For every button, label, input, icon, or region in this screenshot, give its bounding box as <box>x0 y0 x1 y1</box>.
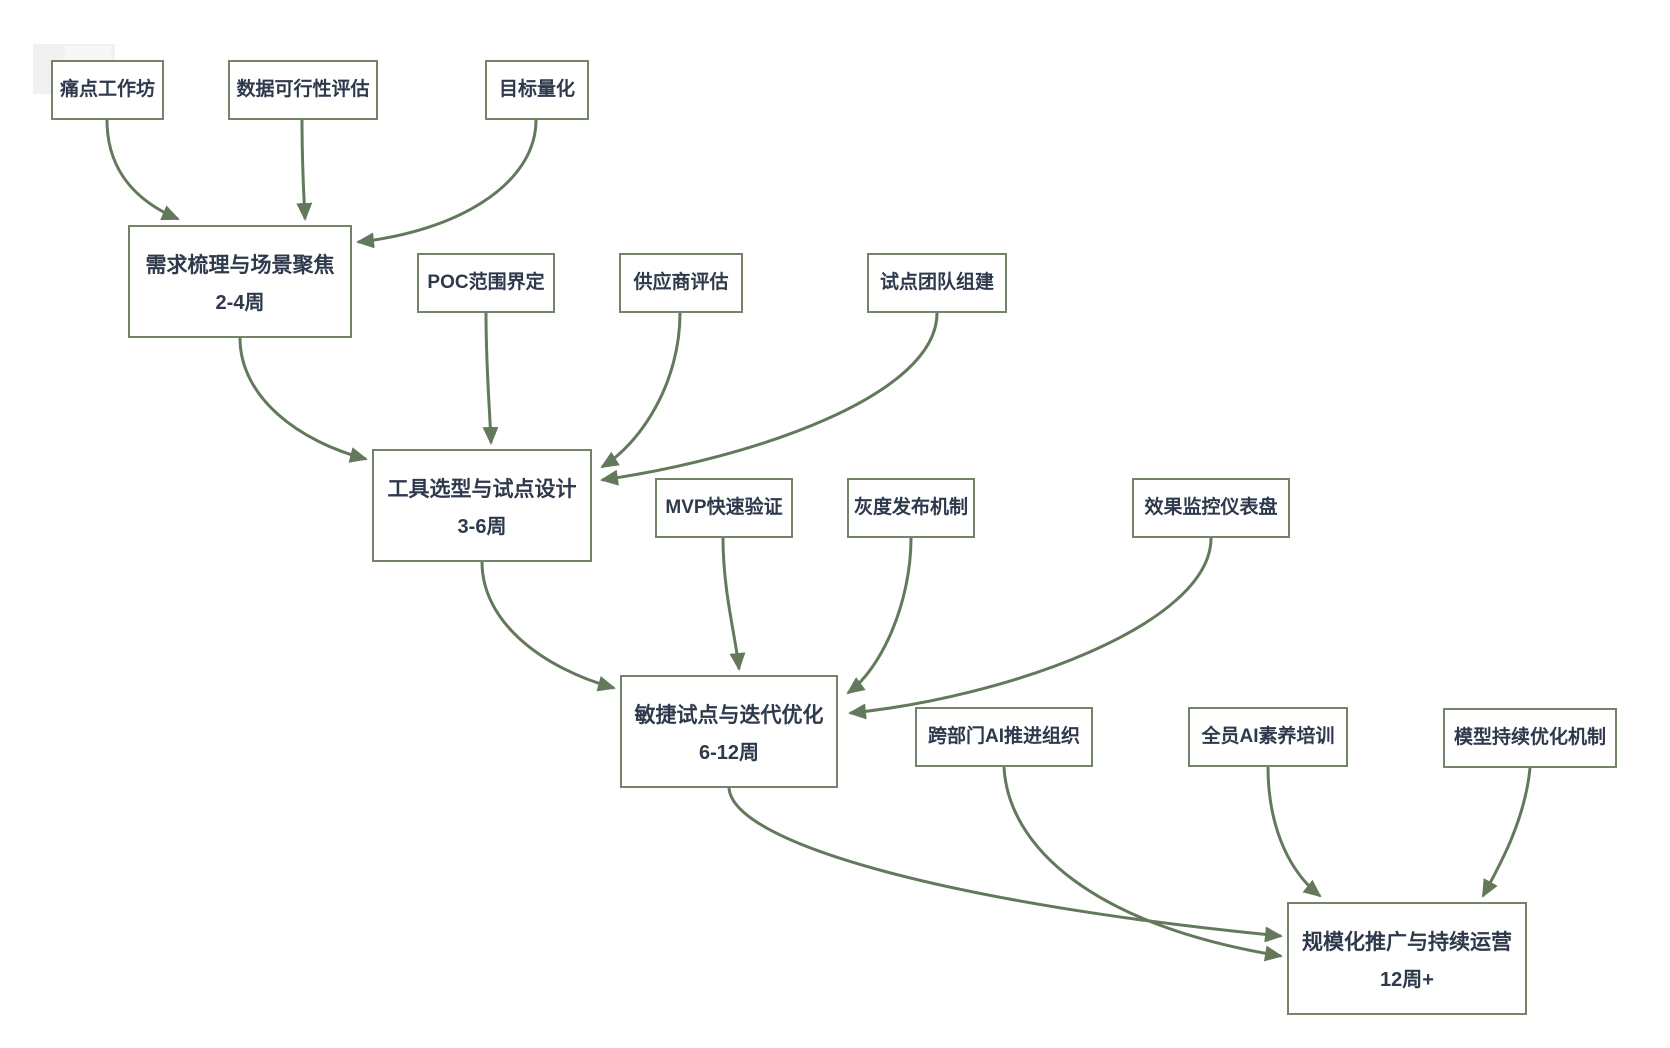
input-poc-scope-definition: POC范围界定 <box>417 253 555 313</box>
stage-duration: 12周+ <box>1380 969 1434 991</box>
input-model-continuous-optimization: 模型持续优化机制 <box>1443 708 1617 768</box>
edge-arrow <box>105 119 180 221</box>
edge-arrow <box>1002 766 1283 962</box>
stage-duration: 6-12周 <box>698 742 760 764</box>
input-pilot-team-formation: 试点团队组建 <box>867 253 1007 313</box>
edge-arrow <box>482 312 499 445</box>
input-mvp-rapid-validation: MVP快速验证 <box>655 478 793 538</box>
edge-arrow <box>600 312 939 486</box>
stage-title: 需求梳理与场景聚焦 <box>145 254 335 277</box>
edge-arrow <box>296 119 313 221</box>
edge-arrow <box>600 312 682 469</box>
input-cross-dept-ai-org: 跨部门AI推进组织 <box>915 707 1093 767</box>
stage-agile-pilot-iteration: 敏捷试点与迭代优化 6-12周 <box>620 675 838 788</box>
edge-arrow <box>848 537 1213 720</box>
input-pain-point-workshop: 痛点工作坊 <box>51 60 164 120</box>
stage-title: 敏捷试点与迭代优化 <box>634 704 824 727</box>
input-vendor-evaluation: 供应商评估 <box>619 253 743 313</box>
input-data-feasibility-assessment: 数据可行性评估 <box>228 60 378 120</box>
input-gray-release-mechanism: 灰度发布机制 <box>847 478 975 538</box>
edge-arrow <box>356 119 538 249</box>
stage-scale-rollout-operations: 规模化推广与持续运营 12周+ <box>1287 902 1527 1015</box>
edge-arrow <box>480 561 616 692</box>
stage-duration: 2-4周 <box>215 292 265 314</box>
input-company-wide-ai-training: 全员AI素养培训 <box>1188 707 1348 767</box>
stage-requirements-scenario-focus: 需求梳理与场景聚焦 2-4周 <box>128 225 352 338</box>
stage-title: 规模化推广与持续运营 <box>1302 931 1512 954</box>
stage-title: 工具选型与试点设计 <box>387 478 577 501</box>
edge-arrow <box>727 787 1283 943</box>
stage-duration: 3-6周 <box>457 516 507 538</box>
stage-tool-selection-pilot-design: 工具选型与试点设计 3-6周 <box>372 449 592 562</box>
input-goal-quantification: 目标量化 <box>485 60 589 120</box>
edge-arrow <box>1266 766 1322 898</box>
edge-arrow <box>1481 767 1532 898</box>
input-effect-monitoring-dashboard: 效果监控仪表盘 <box>1132 478 1290 538</box>
edge-arrow <box>721 537 746 671</box>
edge-arrow <box>846 537 913 695</box>
edge-arrow <box>238 337 368 463</box>
